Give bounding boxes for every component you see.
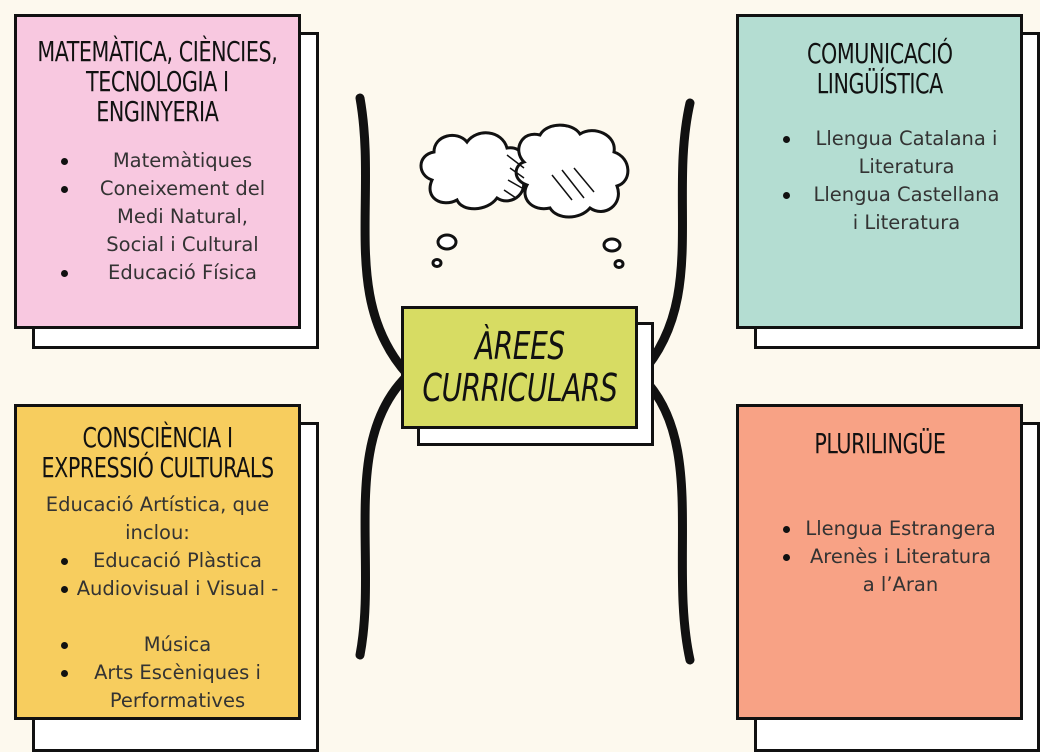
item-list: Educació Plàstica Audiovisual i Visual -… bbox=[27, 547, 288, 715]
box-title: CONSCIÈNCIA I EXPRESSIÓ CULTURALS bbox=[41, 421, 274, 484]
center-box: ÀREES CURRICULARS bbox=[401, 306, 654, 446]
center-title: ÀREES CURRICULARS bbox=[422, 324, 617, 410]
list-item: Llengua Estrangera bbox=[749, 515, 1010, 543]
box-plurilingue: PLURILINGÜE Llengua Estrangera Arenès i … bbox=[736, 404, 1040, 752]
box-title: COMUNICACIÓ LINGÜÍSTICA bbox=[806, 37, 953, 100]
list-item: Audiovisual i Visual - bbox=[27, 575, 288, 631]
list-item: Educació Física bbox=[27, 259, 288, 287]
list-item: Música bbox=[27, 631, 288, 659]
thought-cloud-icon bbox=[419, 123, 630, 269]
box-title: MATEMÀTICA, CIÈNCIES, TECNOLOGIA I ENGIN… bbox=[37, 35, 278, 128]
box-title: PLURILINGÜE bbox=[813, 427, 946, 460]
box-comunicacio: COMUNICACIÓ LINGÜÍSTICA Llengua Catalana… bbox=[736, 14, 1040, 349]
list-item: Matemàtiques bbox=[27, 147, 288, 175]
list-item: Educació Plàstica bbox=[27, 547, 288, 575]
box-consciencia: CONSCIÈNCIA I EXPRESSIÓ CULTURALS Educac… bbox=[14, 404, 319, 752]
box-matematica: MATEMÀTICA, CIÈNCIES, TECNOLOGIA I ENGIN… bbox=[14, 14, 319, 349]
